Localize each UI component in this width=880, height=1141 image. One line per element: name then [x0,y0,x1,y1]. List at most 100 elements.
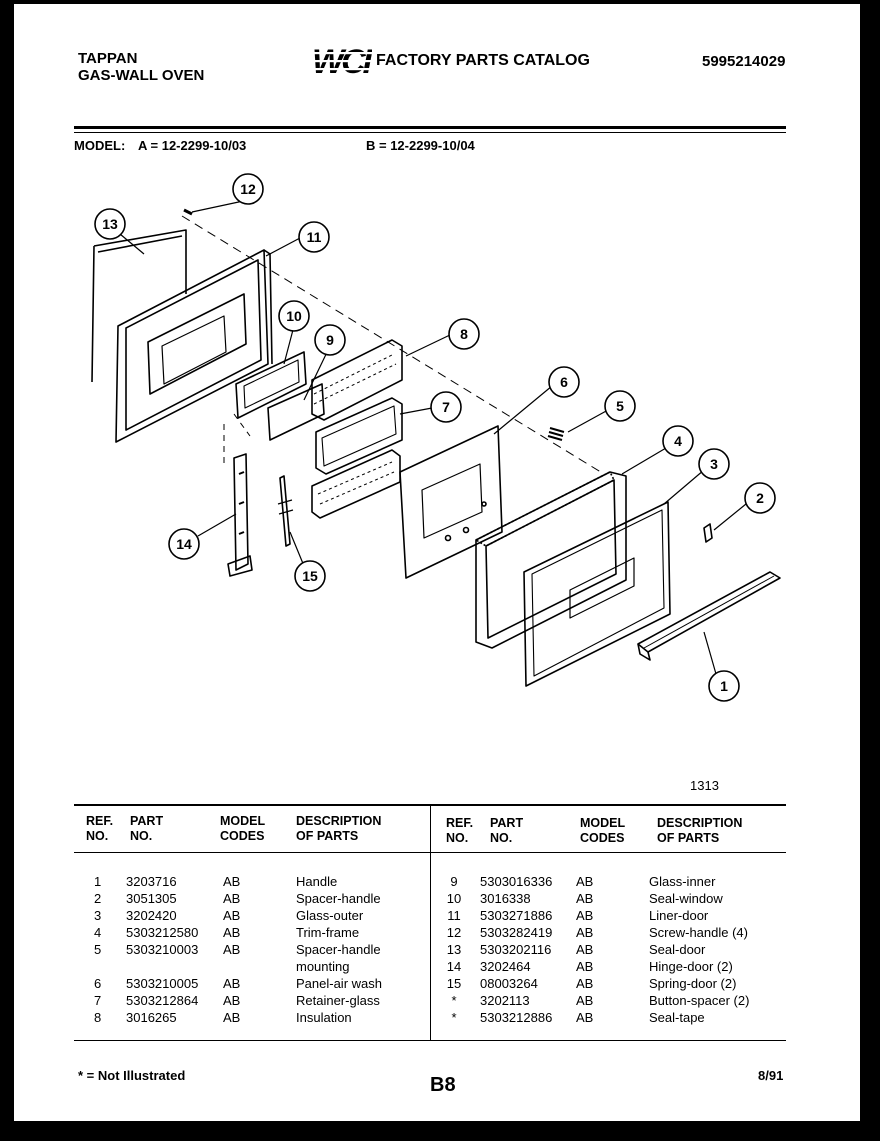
insulation-part [311,339,403,421]
model-a: A = 12-2299-10/03 [138,138,247,153]
table-cell: Retainer-glass [296,993,380,1008]
table-cell: AB [223,1010,241,1025]
table-cell: 5303210005 [126,976,199,991]
table-cell: Hinge-door (2) [649,959,733,974]
right-part-column: 5303016336 3016338 5303271886 5303282419… [480,873,552,1026]
callout-1: 1 [720,678,728,694]
table-cell: 10 [446,891,462,906]
exploded-parts-diagram: 1 2 3 4 5 6 7 8 9 10 11 12 13 14 15 [91,173,781,702]
wci-logo: WCI [310,40,377,81]
door-hinge-part [227,453,253,577]
table-cell: 3203716 [126,874,177,889]
screw-part [183,208,193,216]
table-cell: 3016265 [126,1010,177,1025]
callout-6-icon [548,366,580,398]
table-cell: 8 [94,1010,102,1025]
callout-8-icon [448,318,480,350]
table-cell: AB [576,891,594,906]
table-cell: Screw-handle (4) [649,925,748,940]
table-cell: Trim-frame [296,925,360,940]
brand-line-2: GAS-WALL OVEN [78,67,205,84]
left-part-column: 3203716 3051305 3202420 5303212580 53032… [126,873,198,1026]
callout-1-icon [708,670,740,702]
table-cell: AB [576,959,594,974]
callout-3-icon [698,448,730,480]
left-desc-column: Handle Spacer-handle Glass-outer Trim-fr… [296,873,382,1026]
table-cell: Liner-door [649,908,709,923]
callout-11: 11 [307,229,322,245]
revision-date: 8/91 [758,1068,784,1083]
wci-logo-mark: WCI [310,43,377,81]
trim-frame-part [475,471,627,649]
callout-12-icon [232,173,264,205]
table-cell [94,958,101,975]
table-cell: Button-spacer (2) [649,993,750,1008]
table-cell: 12 [446,925,462,940]
glass-retainer-part [311,397,403,519]
table-cell: AB [576,925,594,940]
table-cell: AB [576,908,594,923]
table-cell: Seal-window [649,891,723,906]
right-desc-column: Glass-inner Seal-window Liner-door Screw… [649,873,749,1026]
callout-4-icon [662,425,694,457]
page-number: B8 [430,1074,456,1096]
table-cell: 13 [446,942,462,957]
left-codes-column: AB AB AB AB AB AB AB AB [223,873,240,1026]
table-cell: AB [223,908,241,923]
right-header-ref: REF.NO. [446,816,474,845]
table-cell: 5303282419 [480,925,553,940]
table-cell: 5303016336 [480,874,553,889]
table-cell: 3051305 [126,891,177,906]
spacer-handle-part [703,523,713,543]
table-cell: Spacer-handle [296,891,381,906]
table-cell: 2 [94,891,102,906]
not-illustrated-note: * = Not Illustrated [78,1068,186,1083]
callout-4: 4 [674,433,682,449]
air-wash-panel-part [399,425,503,579]
table-cell: 5303212580 [126,925,199,940]
table-cell: Insulation [296,1010,352,1025]
callout-7: 7 [442,399,450,415]
table-cell: AB [223,942,241,957]
table-cell: AB [576,976,594,991]
table-cell: 5303202116 [480,942,552,957]
callout-13-icon [94,208,126,240]
table-cell: mounting [296,959,350,974]
window-seal-part [235,351,307,419]
table-cell: Handle [296,874,338,889]
model-b: B = 12-2299-10/04 [366,138,475,153]
callout-14: 14 [176,536,192,552]
catalog-title: FACTORY PARTS CATALOG [376,52,590,69]
callout-9-icon [314,324,346,356]
table-cell: 3202420 [126,908,177,923]
table-cell: AB [223,874,241,889]
table-cell: 11 [447,908,461,923]
table-cell: 5303212886 [480,1010,553,1025]
callout-6: 6 [560,374,568,390]
callout-8: 8 [460,326,468,342]
callout-7-icon [430,391,462,423]
callout-11-icon [298,221,330,253]
table-cell: 5 [94,942,102,957]
assembly-axis [181,215,605,475]
inner-glass-part [267,383,325,441]
callout-3: 3 [710,456,718,472]
outer-glass-part [523,501,671,687]
door-seal-part [91,229,187,383]
callout-15: 15 [302,568,318,584]
table-cell: 4 [94,925,102,940]
table-cell [223,958,240,975]
table-bottom-rule [74,1040,786,1041]
table-cell [126,958,198,975]
table-cell: AB [576,1010,594,1025]
table-cell: 5303212864 [126,993,199,1008]
callout-10: 10 [286,308,302,324]
right-codes-column: AB AB AB AB AB AB AB AB AB [576,873,593,1026]
table-cell: 7 [94,993,102,1008]
table-top-rule [74,804,786,806]
table-cell: Glass-outer [296,908,364,923]
